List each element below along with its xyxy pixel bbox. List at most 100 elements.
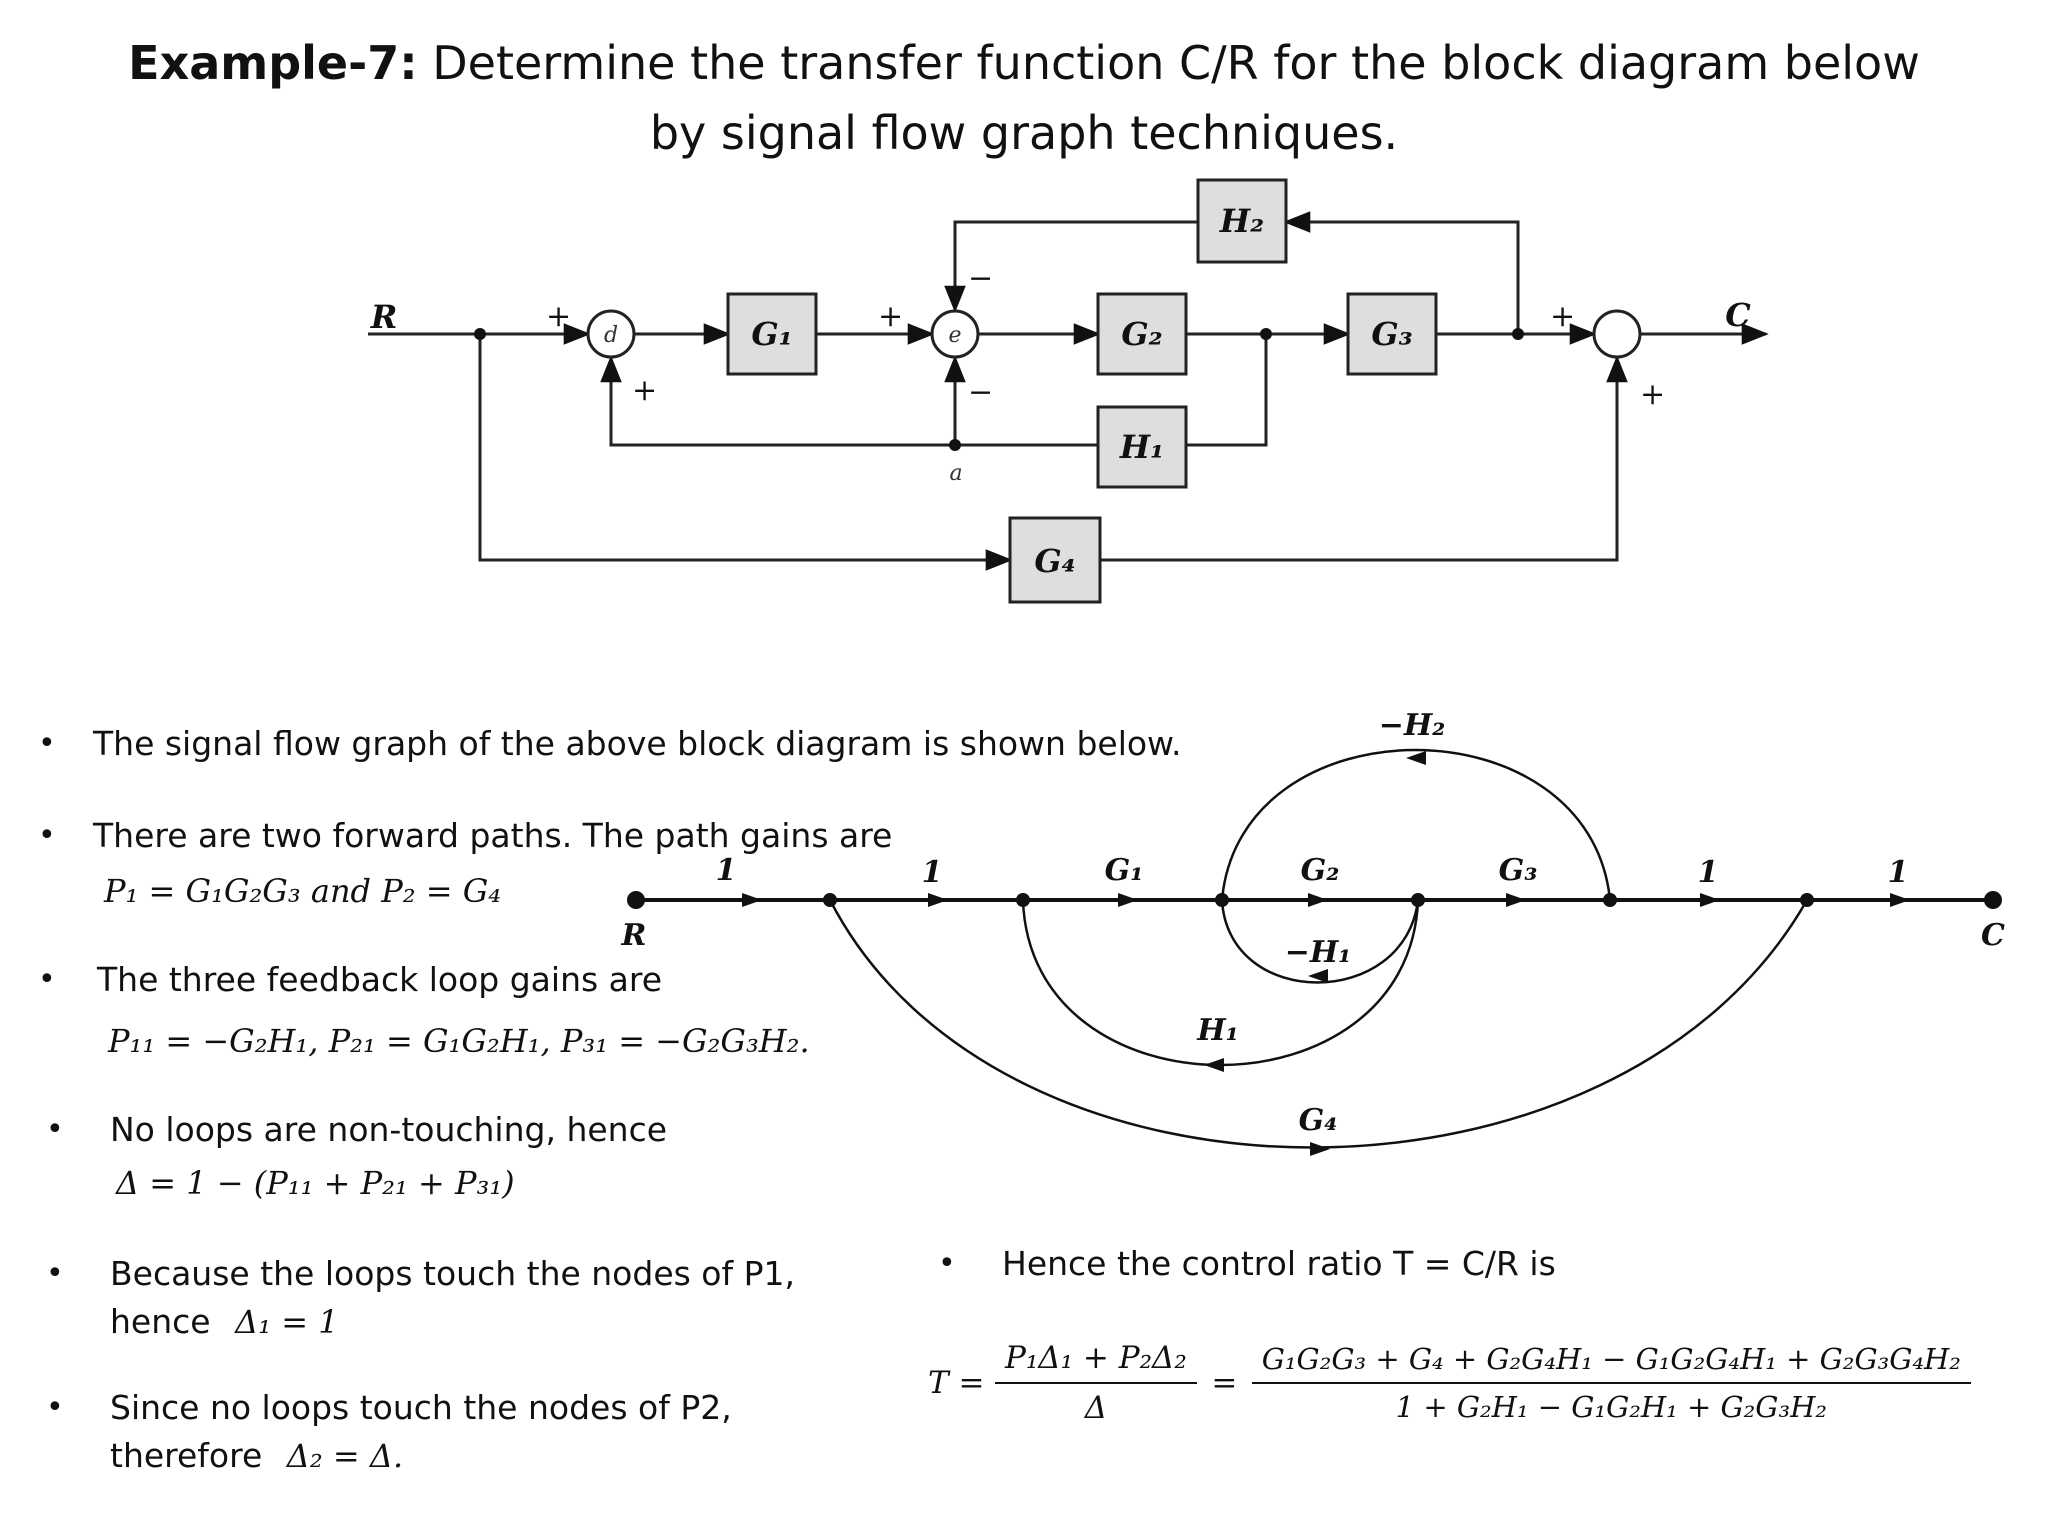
bullet-dot: • — [38, 818, 56, 853]
arrow-g4 — [1310, 1142, 1330, 1156]
sfg-node-c — [1984, 891, 2002, 909]
block-g1 — [726, 292, 818, 376]
branch-point-g2 — [1260, 328, 1272, 340]
sign-e-minus-bottom: − — [968, 375, 993, 410]
bullet-5-equation: Δ₁ = 1 — [235, 1303, 339, 1341]
sfg-gain-g4: G₄ — [1299, 1103, 1338, 1138]
a-to-d-line — [600, 355, 955, 447]
formula-fraction-2: G₁G₂G₃ + G₄ + G₂G₄H₁ − G₁G₂G₄H₁ + G₂G₃G₄… — [1251, 1342, 1971, 1424]
sfg-gain-g1: G₁ — [1105, 853, 1144, 888]
formula-lhs: T = — [928, 1365, 985, 1401]
signal-flow-graph: R C 1 1 G₁ G₂ G₃ 1 1 −H₂ −H₁ H₁ G₄ — [621, 708, 2005, 1156]
bullet-6-line-2: therefore Δ₂ = Δ. — [110, 1436, 403, 1475]
sign-e-plus-left: + — [878, 299, 903, 334]
title-line-1: Example-7: Determine the transfer functi… — [0, 28, 2048, 98]
sfg-label-c: C — [1981, 918, 2005, 953]
sfg-gain-g3: G₃ — [1499, 853, 1538, 888]
formula-fraction-2-numerator: G₁G₂G₃ + G₄ + G₂G₄H₁ − G₁G₂G₄H₁ + G₂G₃G₄… — [1251, 1342, 1971, 1384]
arrow-h1 — [1204, 1058, 1224, 1072]
sign-out-plus-bottom: + — [1640, 377, 1665, 412]
sfg-gain-neg-h2: −H₂ — [1379, 708, 1446, 743]
bullet-5-text: Because the loops touch the nodes of P1, — [110, 1254, 795, 1293]
node-a-label: a — [949, 461, 962, 486]
sfg-node-r — [627, 891, 645, 909]
page-title: Example-7: Determine the transfer functi… — [0, 28, 2048, 168]
h1-input-line — [1186, 334, 1268, 447]
formula-equals: = — [1211, 1365, 1238, 1401]
sign-d-plus-bottom: + — [632, 373, 657, 408]
sign-out-plus-left: + — [1550, 299, 1575, 334]
block-g2-label: G₂ — [1121, 315, 1162, 353]
block-g4 — [1008, 516, 1102, 604]
sfg-loop-neg-h2 — [1220, 748, 1612, 901]
sfg-node-7 — [1800, 893, 1814, 907]
bullet-5-line-2: hence Δ₁ = 1 — [110, 1302, 339, 1341]
block-g1-label: G₁ — [751, 315, 792, 353]
sfg-gain-1-c: 1 — [1698, 855, 1719, 890]
block-g3 — [1346, 292, 1438, 376]
sfg-gain-h1: H₁ — [1196, 1013, 1238, 1048]
bullet-2-text: There are two forward paths. The path ga… — [93, 816, 893, 855]
junction-d-label: d — [604, 323, 618, 348]
arrow-neg-h1 — [1308, 969, 1328, 983]
sfg-node-5 — [1411, 893, 1425, 907]
bullet-dot: • — [46, 1112, 64, 1147]
block-g4-label: G₄ — [1034, 542, 1075, 580]
sfg-node-4 — [1215, 893, 1229, 907]
bullet-6-text: Since no loops touch the nodes of P2, — [110, 1388, 732, 1427]
bullet-4-text: No loops are non-touching, hence — [110, 1110, 668, 1149]
bullet-dot: • — [38, 962, 56, 997]
g4-output-line — [1100, 355, 1628, 562]
transfer-function-formula: T = P₁Δ₁ + P₂Δ₂ Δ = G₁G₂G₃ + G₄ + G₂G₄H₁… — [928, 1340, 1971, 1426]
bullet-7-text: Hence the control ratio T = C/R is — [1002, 1244, 1556, 1283]
sfg-gain-neg-h1: −H₁ — [1285, 935, 1352, 970]
bullet-6-therefore: therefore — [110, 1436, 263, 1475]
formula-fraction-2-denominator: 1 + G₂H₁ − G₁G₂H₁ + G₂G₃H₂ — [1395, 1390, 1828, 1424]
g4-input-line — [478, 334, 1013, 571]
branch-point-a — [949, 439, 961, 451]
summer-out — [1592, 309, 1642, 359]
example-label: Example-7: — [128, 36, 418, 90]
h2-to-e-line — [944, 220, 1198, 313]
formula-fraction-1-denominator: Δ — [1084, 1390, 1108, 1426]
h2-feedback-line — [1283, 211, 1520, 334]
block-h2 — [1196, 178, 1288, 264]
input-r-label: R — [370, 298, 398, 336]
arrow-1-third — [1700, 893, 1720, 907]
bullet-2-equation: P₁ = G₁G₂G₃ and P₂ = G₄ — [104, 872, 502, 910]
branch-point-g3 — [1512, 328, 1524, 340]
block-h1-label: H₁ — [1119, 428, 1164, 466]
arrow-neg-h2 — [1406, 751, 1426, 765]
summer-e — [930, 309, 980, 359]
output-c-label: C — [1725, 296, 1751, 334]
bullet-dot: • — [46, 1390, 64, 1425]
title-line-2: by signal flow graph techniques. — [649, 106, 1399, 160]
block-g2 — [1096, 292, 1188, 376]
title-text: Determine the transfer function C/R for … — [432, 36, 1920, 90]
sign-d-plus-left: + — [546, 299, 571, 334]
bullet-1-text: The signal flow graph of the above block… — [93, 724, 1182, 763]
block-h1 — [1096, 405, 1188, 489]
formula-fraction-1: P₁Δ₁ + P₂Δ₂ Δ — [994, 1340, 1197, 1426]
sfg-node-6 — [1603, 893, 1617, 907]
branch-point-r — [474, 328, 486, 340]
sign-e-minus-top: − — [968, 261, 993, 296]
sfg-node-2 — [823, 893, 837, 907]
junction-e-label: e — [948, 323, 961, 348]
arrow-g1 — [1118, 893, 1138, 907]
bullet-dot: • — [938, 1246, 956, 1281]
arrow-g3 — [1506, 893, 1526, 907]
arrow-1-second — [928, 893, 948, 907]
arrow-g2 — [1308, 893, 1328, 907]
block-h2-label: H₂ — [1219, 202, 1264, 240]
bullet-3-equation: P₁₁ = −G₂H₁, P₂₁ = G₁G₂H₁, P₃₁ = −G₂G₃H₂… — [108, 1022, 810, 1060]
bullet-dot: • — [46, 1256, 64, 1291]
arrow-1-fourth — [1890, 893, 1910, 907]
bullet-6-equation: Δ₂ = Δ. — [286, 1437, 404, 1475]
sfg-gain-g2: G₂ — [1301, 853, 1340, 888]
sfg-loop-neg-h1 — [1220, 899, 1420, 984]
bullet-4-equation: Δ = 1 − (P₁₁ + P₂₁ + P₃₁) — [116, 1164, 515, 1202]
sfg-gain-1-a: 1 — [716, 853, 737, 888]
sfg-gain-1-d: 1 — [1888, 855, 1909, 890]
summer-d — [586, 309, 636, 359]
